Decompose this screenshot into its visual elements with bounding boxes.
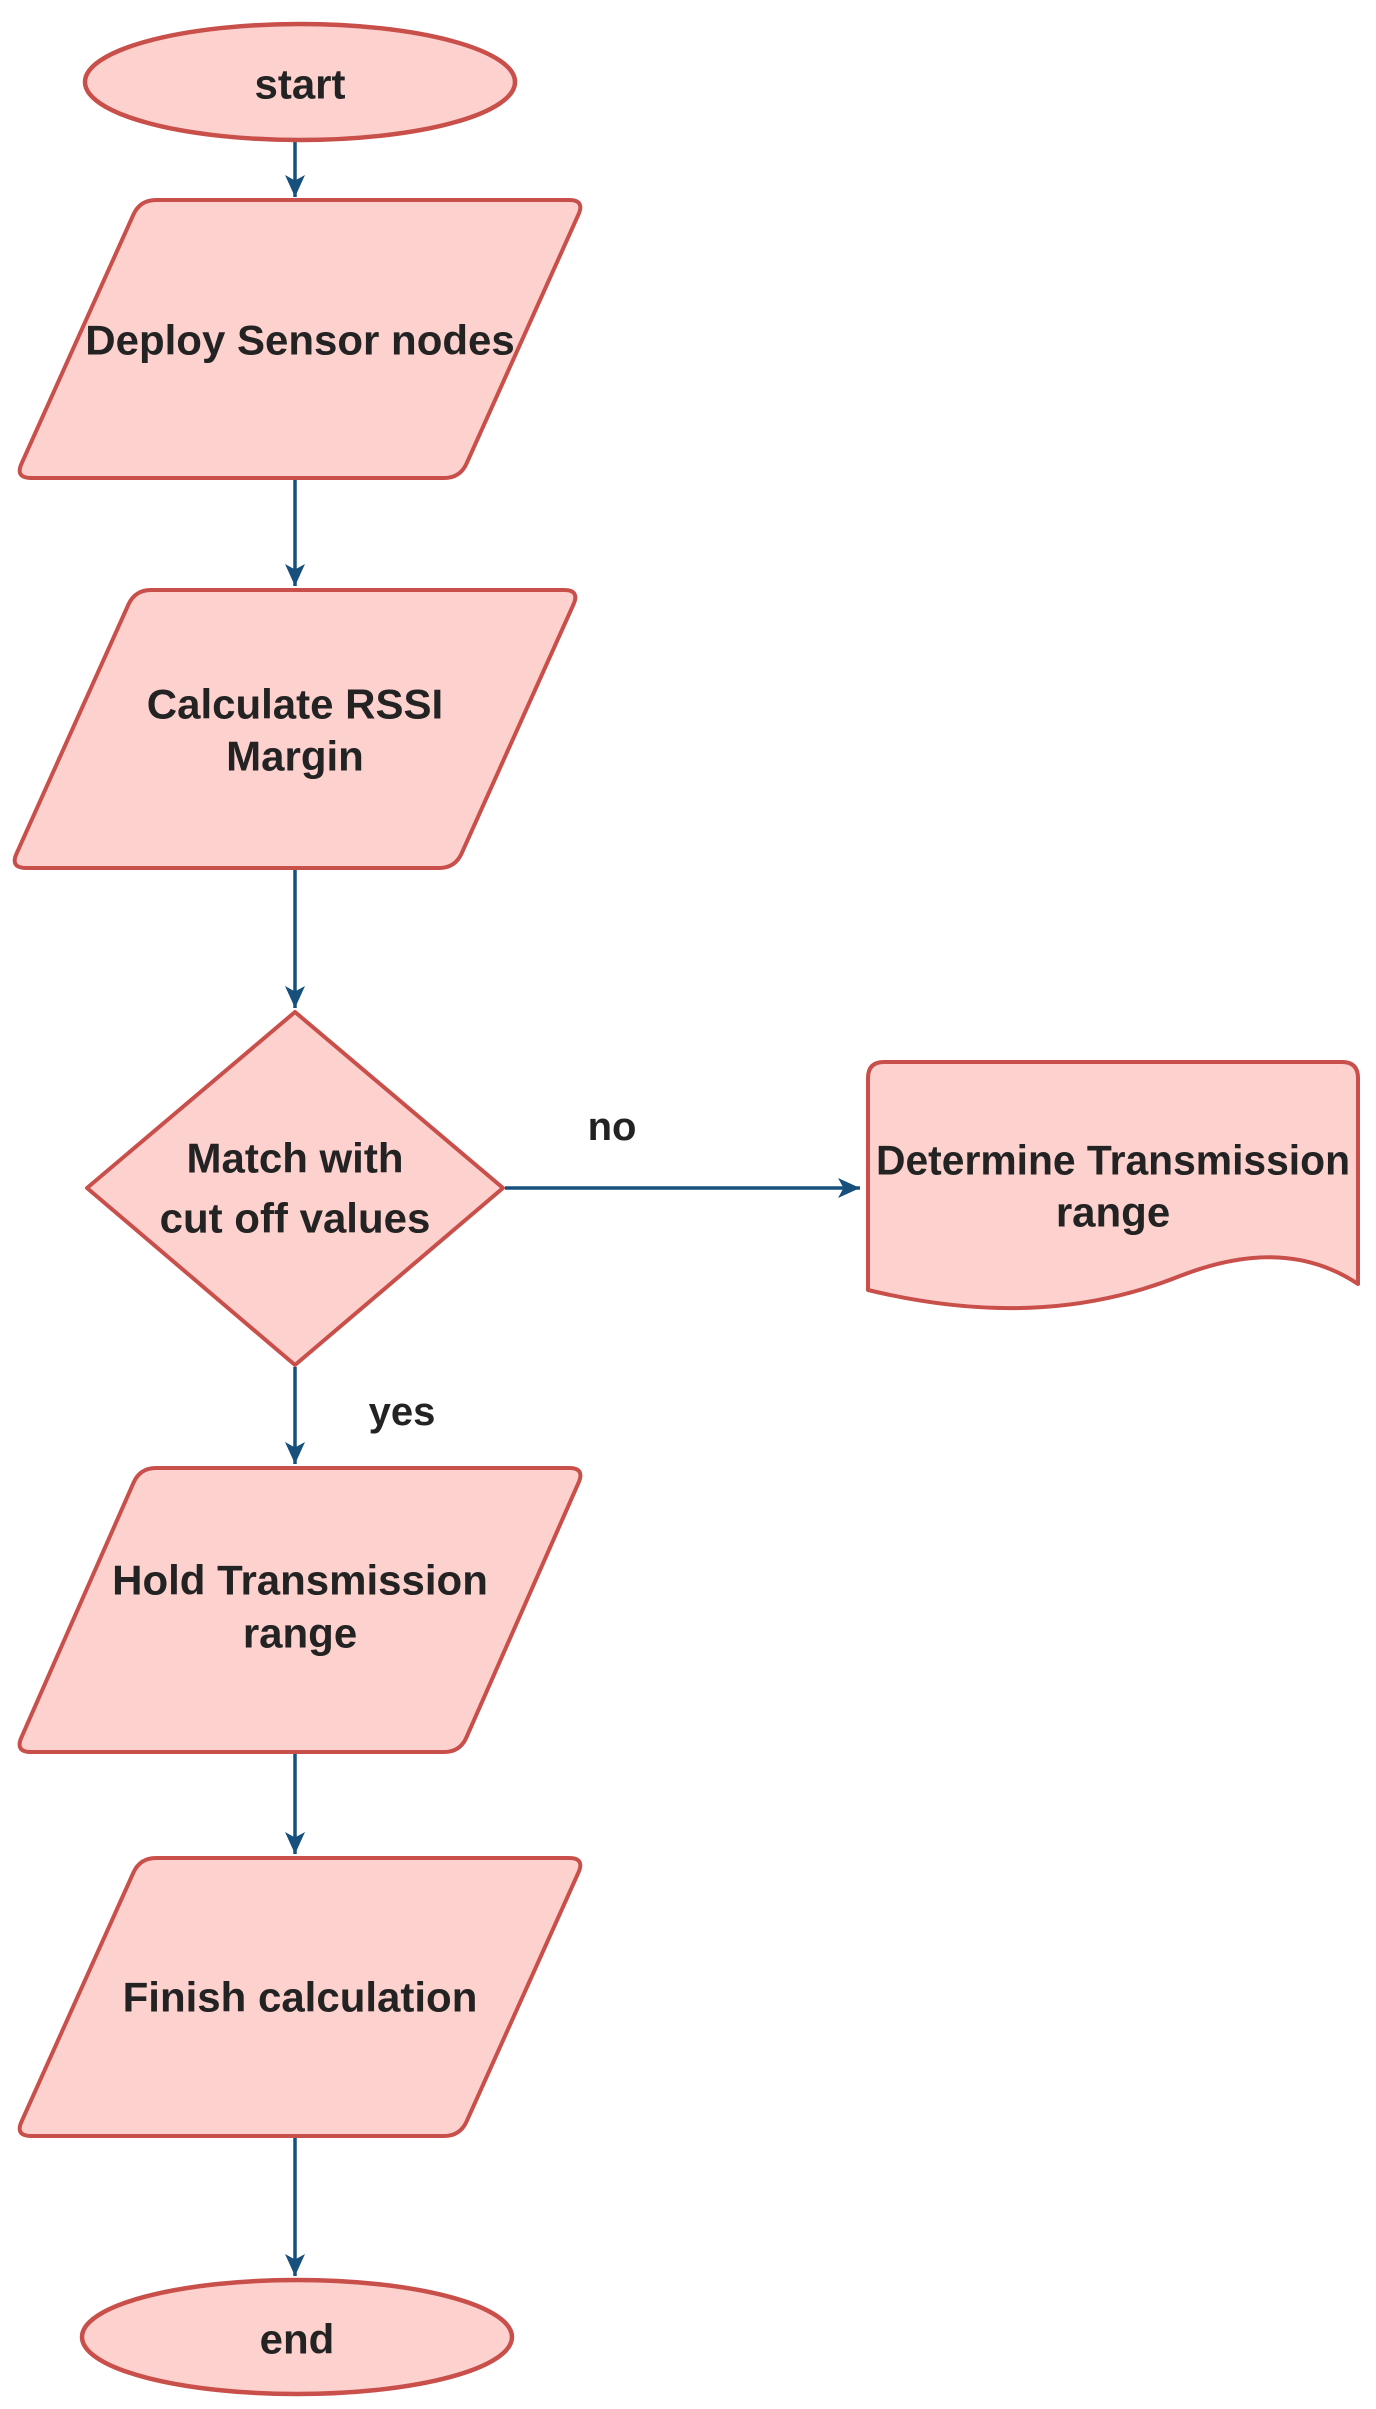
document-shape [866, 1060, 1360, 1311]
node-deploy-label: Deploy Sensor nodes [85, 317, 514, 364]
node-match-cutoff-decision: Match with cut off values [85, 1010, 505, 1367]
edge-label-no: no [588, 1105, 637, 1149]
node-calculate-label-line1: Calculate RSSI [147, 681, 443, 728]
node-calculate-rssi-margin: Calculate RSSI Margin [12, 588, 578, 870]
parallelogram-shape [12, 588, 578, 870]
node-decision-label-line2: cut off values [160, 1195, 431, 1242]
node-start: start [82, 21, 518, 143]
node-determine-label-line2: range [1056, 1189, 1170, 1236]
node-hold-label-line2: range [243, 1610, 357, 1657]
parallelogram-shape [17, 1856, 583, 2138]
node-deploy-sensor-nodes: Deploy Sensor nodes [17, 198, 583, 480]
node-end-label: end [260, 2316, 335, 2363]
node-determine-label-line1: Determine Transmission [876, 1137, 1350, 1184]
parallelogram-shape [17, 1466, 583, 1754]
node-determine-transmission-range: Determine Transmission range [866, 1060, 1360, 1311]
node-calculate-label-line2: Margin [226, 733, 364, 780]
node-end: end [79, 2277, 515, 2397]
node-start-label: start [254, 61, 345, 108]
parallelogram-shape [17, 198, 583, 480]
node-hold-label-line1: Hold Transmission [112, 1557, 488, 1604]
decision-diamond-shape [85, 1010, 505, 1367]
node-finish-calculation: Finish calculation [17, 1856, 583, 2138]
edge-label-yes: yes [369, 1390, 436, 1434]
terminator-shape [79, 2277, 515, 2397]
node-hold-transmission-range: Hold Transmission range [17, 1466, 583, 1754]
node-decision-label-line1: Match with [187, 1135, 404, 1182]
node-finish-label: Finish calculation [123, 1974, 478, 2021]
terminator-shape [82, 21, 518, 143]
